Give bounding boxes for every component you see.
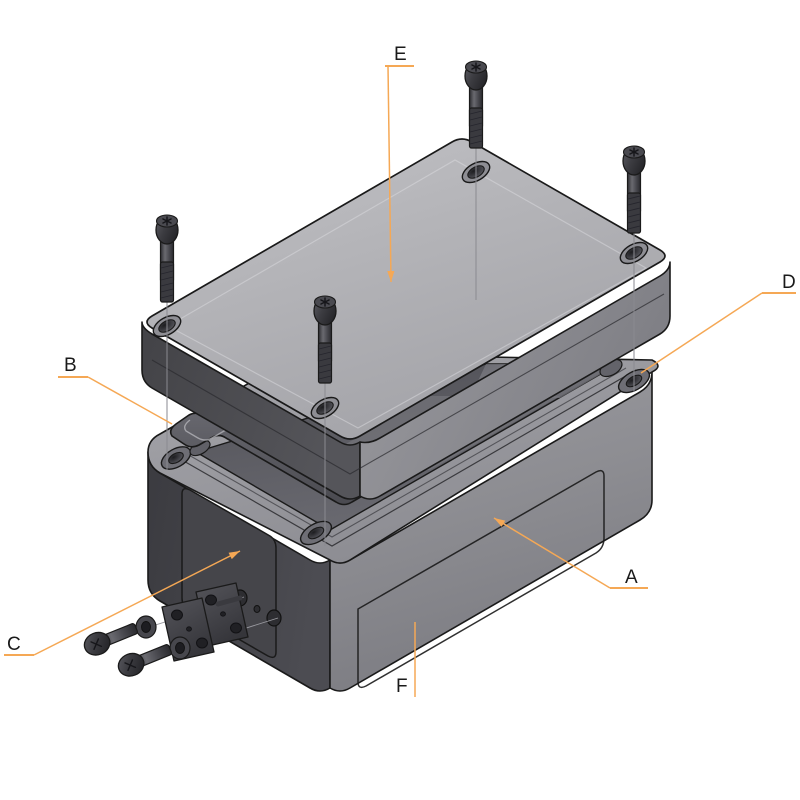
body-groove-outer bbox=[167, 369, 637, 547]
mounting-washer bbox=[169, 636, 191, 660]
mounting-screw bbox=[117, 644, 172, 677]
mounting-washer bbox=[135, 615, 157, 639]
body-right-recess bbox=[357, 469, 605, 689]
lid-screw bbox=[155, 214, 179, 303]
callout-leader-b bbox=[87, 376, 173, 425]
callout-layer: A B C D E F bbox=[4, 44, 796, 697]
mounting-screw bbox=[83, 623, 138, 656]
lid-screw bbox=[313, 295, 337, 384]
callout-b-gasket-seal[interactable]: B bbox=[58, 355, 173, 425]
callout-leader-e bbox=[387, 65, 392, 283]
lid-rim-line bbox=[151, 293, 665, 475]
callout-leader-d bbox=[640, 292, 763, 374]
lid-screw bbox=[464, 60, 488, 149]
callout-c-end-panel[interactable]: C bbox=[4, 550, 241, 656]
callout-label-f: F bbox=[396, 676, 408, 697]
callout-f-body-base[interactable]: F bbox=[396, 622, 416, 697]
body-corner-boss-near-left bbox=[160, 446, 192, 470]
lid-screw bbox=[622, 145, 646, 234]
callout-label-b: B bbox=[64, 355, 77, 376]
mounting-hardware-group bbox=[83, 582, 279, 677]
callout-a-enclosure-body[interactable]: A bbox=[493, 517, 648, 589]
body-mount-hole-lower bbox=[266, 609, 282, 627]
bracket-pin bbox=[215, 595, 243, 607]
callout-label-a: A bbox=[625, 567, 638, 588]
callout-label-e: E bbox=[394, 44, 407, 65]
callout-arrow-e bbox=[387, 270, 395, 282]
callout-label-c: C bbox=[7, 634, 21, 655]
body-corner-boss-near-center bbox=[299, 520, 333, 546]
lid-right-face bbox=[359, 261, 671, 500]
callout-leader-c bbox=[33, 550, 241, 656]
lid-screw-group bbox=[155, 60, 646, 546]
lid-cover bbox=[141, 138, 671, 500]
callout-e-lid-cover[interactable]: E bbox=[385, 44, 414, 283]
callout-d-corner-boss[interactable]: D bbox=[640, 272, 796, 374]
callout-leader-a bbox=[493, 517, 611, 589]
callout-label-d: D bbox=[782, 272, 796, 293]
callout-arrow-a bbox=[494, 518, 506, 527]
lid-top-bevel bbox=[166, 159, 648, 429]
body-mount-hole-pin bbox=[253, 605, 261, 613]
lid-top-face bbox=[146, 138, 666, 440]
callout-arrow-c bbox=[228, 551, 240, 560]
body-groove-inner bbox=[179, 367, 627, 538]
